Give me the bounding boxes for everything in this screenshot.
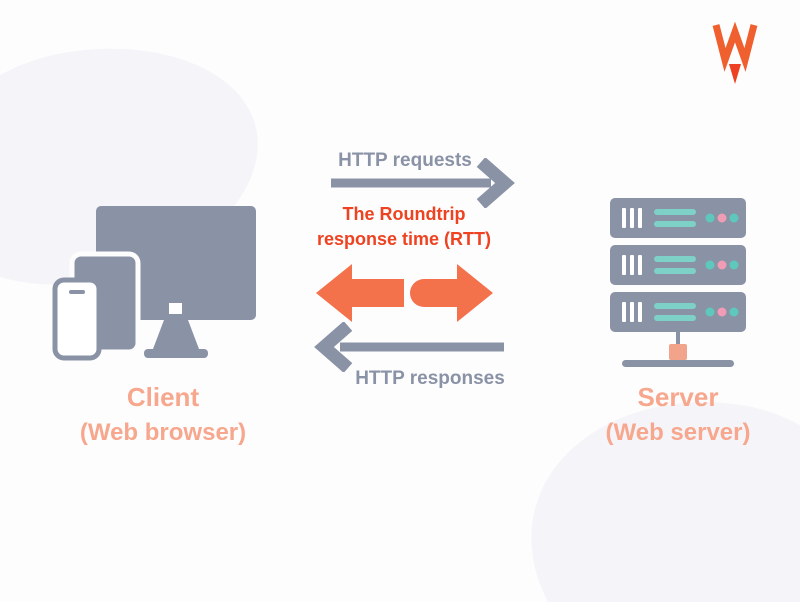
wp-rocket-logo: [712, 21, 758, 86]
server-unit-1: [610, 198, 746, 238]
logo-w-shape: [712, 21, 758, 72]
server-unit-2: [610, 245, 746, 285]
logo-flame-icon: [729, 64, 741, 84]
server-connector-icon: [669, 344, 687, 360]
server-unit-3: [610, 292, 746, 332]
client-caption: Client (Web browser): [43, 382, 283, 447]
client-title: Client: [126, 382, 200, 412]
client-subtitle: (Web browser): [79, 419, 247, 446]
rtt-label-line1: The Roundtrip: [342, 204, 466, 224]
http-responses-label: HTTP responses: [355, 368, 505, 389]
http-requests-arrow: [315, 157, 520, 209]
roundtrip-arrows: [312, 258, 497, 328]
wp-rocket-logo-icon: [712, 21, 758, 84]
server-caption: Server (Web server): [558, 382, 798, 447]
roundtrip-left-arrow-icon: [316, 264, 404, 322]
server-subtitle: (Web server): [605, 419, 751, 446]
left-arrow-icon: [314, 321, 504, 373]
roundtrip-right-arrow-icon: [410, 264, 493, 322]
right-arrow-icon: [331, 157, 515, 209]
rtt-label-line2: response time (RTT): [316, 229, 492, 249]
http-requests-label: HTTP requests: [338, 150, 472, 171]
left-right-block-arrows-icon: [316, 264, 493, 322]
client-devices-icon: [52, 200, 264, 366]
rtt-label: The Roundtrip response time (RTT): [274, 202, 534, 252]
server-rack-icon: [608, 198, 748, 378]
phone-icon: [52, 277, 102, 361]
server-title: Server: [637, 382, 719, 412]
http-responses-arrow: [312, 321, 517, 373]
server-stand: [622, 332, 734, 367]
